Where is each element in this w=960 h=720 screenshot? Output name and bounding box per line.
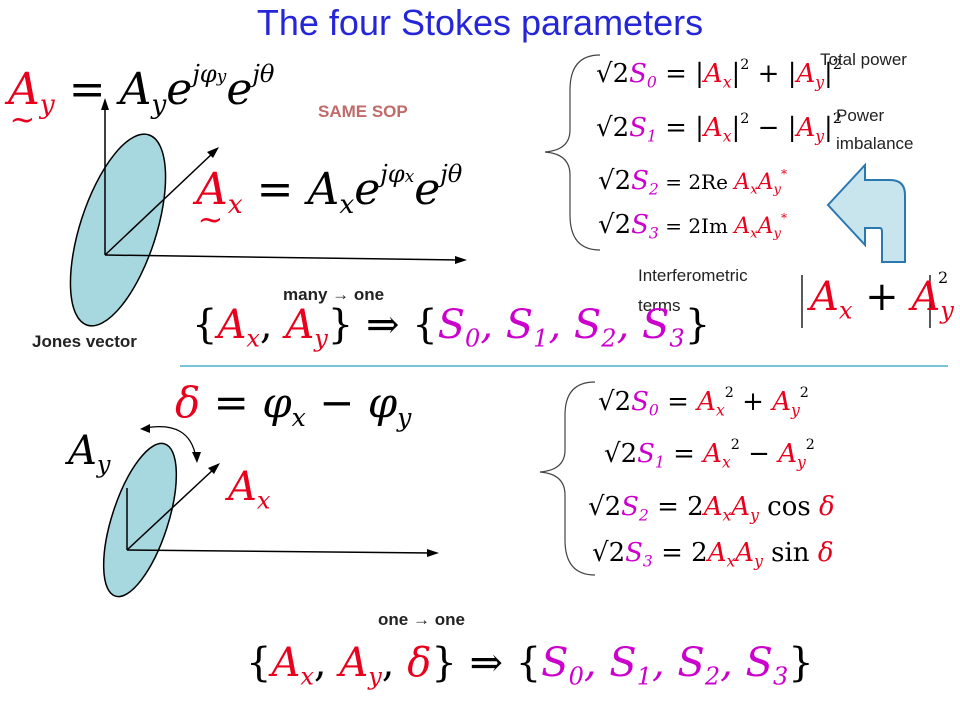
phase-arc-arrow [144,426,197,459]
same-sop-label: SAME SOP [318,102,408,121]
top-x-axis [104,254,461,261]
bottom-field-vector [126,467,216,551]
bottom-polarization-diagram [102,424,439,598]
ay-equation: Ay = Ayejφyejθ [8,62,274,135]
terms-label: terms [638,296,681,315]
bottom-x-axis [126,549,433,554]
delta-equation: δ = φx − φy [175,378,412,432]
imbalance-label: imbalance [836,134,914,153]
power-label: Power [836,106,885,125]
page-title: The four Stokes parameters [256,2,704,43]
total-power-label: Total power [820,50,907,69]
ay-magnitude-label: Ay [68,428,111,479]
s3-real-equation: √2S3 = 2AxAy sin δ [592,538,834,571]
ax-magnitude-label: Ax [228,464,271,515]
top-polarization-ellipse [69,133,167,327]
interferometric-label: Interferometric [638,266,748,285]
s0-complex-equation: √2S0 = |Ax|2 + |Ay|2 [596,57,842,92]
s1-real-equation: √2S1 = Ax2 − Ay2 [604,437,815,472]
s3-complex-equation: √2S3 = 2Im AxAy* [598,210,787,243]
one-to-one-mapping: {Ax, Ay, δ} ⇒ {S0, S1, S2, S3} [246,640,814,691]
s2-complex-equation: √2S2 = 2Re AxAy* [598,166,788,199]
bottom-brace [539,381,596,576]
top-brace [544,54,601,251]
s2-real-equation: √2S2 = 2AxAy cos δ [588,492,835,525]
s0-real-equation: √2S0 = Ax2 + Ay2 [598,385,809,420]
bottom-polarization-ellipse [102,442,178,598]
jones-vector-label: Jones vector [32,332,137,351]
ax-equation: Ax = Axejφxejθ [196,162,462,235]
s1-complex-equation: √2S1 = |Ax|2 − |Ay|2 [596,111,842,146]
curved-arrow [826,162,906,263]
many-to-one-label: many → one [283,285,385,304]
one-to-one-label: one → one [378,610,465,629]
many-to-one-mapping: {Ax, Ay} ⇒ {S0, S1, S2, S3} [192,302,711,353]
